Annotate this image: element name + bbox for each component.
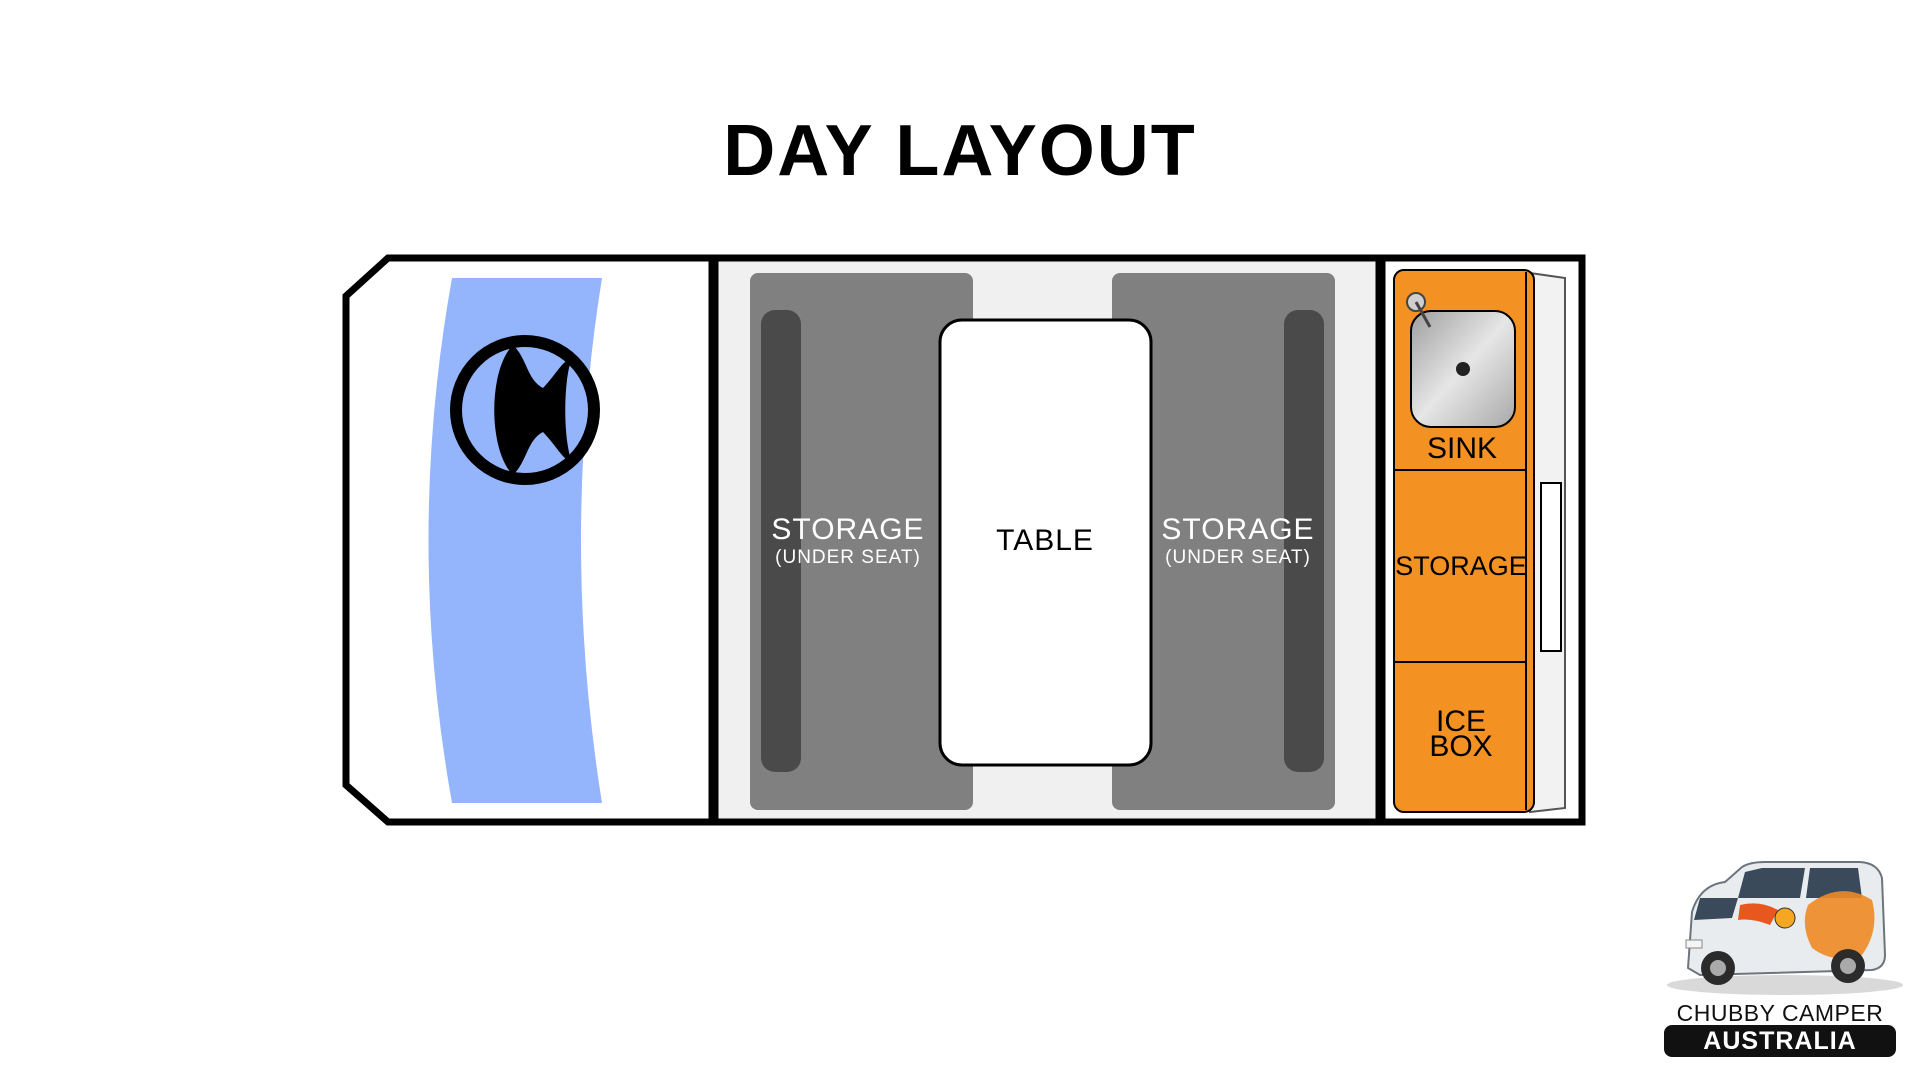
table <box>938 318 1153 767</box>
storage-right-label: STORAGE <box>1161 513 1314 546</box>
sink-icon <box>1406 292 1516 428</box>
page-title: DAY LAYOUT <box>723 111 1197 191</box>
table-label: TABLE <box>996 524 1094 557</box>
kitchen-storage-label: STORAGE <box>1395 551 1527 581</box>
side-door-handle <box>1540 482 1562 652</box>
seat-right-back <box>1284 310 1324 772</box>
camper-van-logo <box>1667 861 1903 995</box>
brand-country-badge: AUSTRALIA <box>1664 1025 1896 1057</box>
ice-box-label-line1: ICE <box>1436 705 1486 738</box>
storage-right-sublabel: (UNDER SEAT) <box>1165 547 1311 568</box>
storage-left-sublabel: (UNDER SEAT) <box>775 547 921 568</box>
sink-label: SINK <box>1427 432 1497 465</box>
seat-left <box>750 273 973 810</box>
seat-left-back <box>761 310 801 772</box>
storage-left-label: STORAGE <box>771 513 924 546</box>
steering-wheel-icon <box>450 335 600 485</box>
ice-box-label-line2: BOX <box>1429 730 1492 763</box>
brand-name: CHUBBY CAMPER <box>1676 1000 1884 1026</box>
seat-right <box>1112 273 1335 810</box>
